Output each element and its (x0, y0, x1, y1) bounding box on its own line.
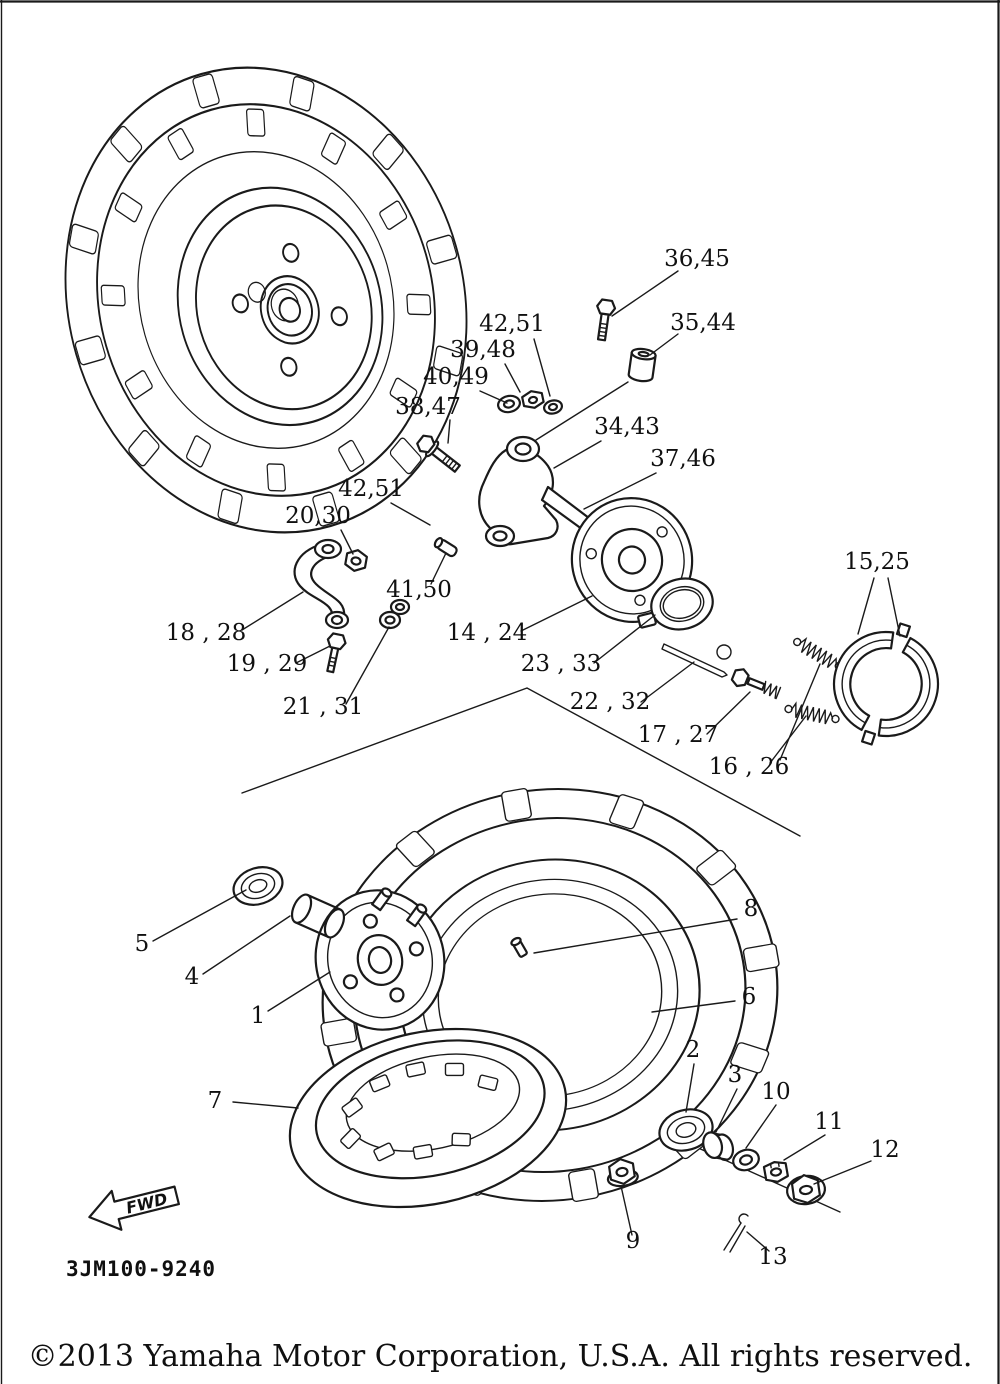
o-ring-drawing (716, 644, 732, 660)
washer-drawing (732, 1148, 760, 1172)
brake-shoes-drawing (833, 622, 939, 746)
knuckle-bolt-drawing (416, 434, 461, 473)
brake-pin-drawing (661, 643, 728, 678)
callout-label: 16 , 26 (709, 754, 789, 780)
callout-label: 13 (758, 1244, 787, 1270)
pivot-bolt-drawing (596, 298, 617, 342)
copyright-text: ©2013 Yamaha Motor Corporation, U.S.A. A… (28, 1339, 973, 1374)
callout-label: 17 , 27 (638, 722, 718, 748)
axle-nut-drawing (785, 1174, 827, 1206)
callout-label: 9 (626, 1228, 641, 1254)
callout-label: 3 (728, 1062, 743, 1088)
arm-washers-drawing (378, 598, 411, 630)
callout-label: 36,45 (664, 246, 730, 272)
callout-leader-lines (152, 270, 901, 1252)
callout-label: 7 (208, 1088, 223, 1114)
washer-nut-stack-drawing (497, 390, 564, 415)
callout-label: 20,30 (285, 503, 351, 529)
kingpin-bushing-drawing (627, 347, 657, 383)
castle-nut-drawing (762, 1161, 789, 1183)
callout-label: 22 , 32 (570, 689, 650, 715)
callout-label: 40,49 (423, 364, 489, 390)
bearing-right-drawing (658, 1108, 714, 1152)
cotter-pin-small-drawing (433, 537, 458, 558)
callout-label: 42,51 (338, 476, 404, 502)
callout-label: 5 (135, 931, 150, 957)
callout-labels: 36,45 35,44 42,51 39,48 40,49 38,47 34,4… (135, 246, 910, 1270)
callout-label: 14 , 24 (447, 620, 527, 646)
callout-label: 41,50 (386, 577, 452, 603)
front-tire-assembly-drawing (64, 66, 468, 534)
bearing-left-drawing (232, 866, 284, 906)
callout-label: 1 (251, 1003, 266, 1029)
callout-label: 15,25 (844, 549, 910, 575)
fwd-label: FWD (124, 1189, 169, 1218)
steering-arm-drawing (293, 538, 350, 630)
brake-adjuster-drawing (730, 668, 782, 700)
front-hub-detail (231, 242, 348, 377)
callout-label: 6 (742, 984, 757, 1010)
callout-label: 34,43 (594, 414, 660, 440)
wheel-half-tread-blocks (340, 1061, 499, 1162)
fwd-arrow-icon (88, 1185, 180, 1231)
callout-label: 12 (870, 1137, 899, 1163)
callout-label: 10 (761, 1079, 790, 1105)
collar-drawing (702, 1131, 735, 1162)
tire-tread-blocks (68, 73, 464, 527)
spacer-drawing (290, 893, 346, 939)
callout-label: 23 , 33 (521, 651, 601, 677)
callout-label: 42,51 (479, 311, 545, 337)
flange-nut-drawing (606, 1158, 639, 1188)
callout-label: 19 , 29 (227, 651, 307, 677)
callout-label: 4 (185, 964, 200, 990)
callout-label: 11 (814, 1109, 843, 1135)
callout-label: 21 , 31 (283, 694, 363, 720)
fwd-direction-arrow: FWD (88, 1185, 180, 1231)
callout-label: 18 , 28 (166, 620, 246, 646)
callout-label: 35,44 (670, 310, 736, 336)
callout-label: 39,48 (450, 337, 516, 363)
cotter-pin-drawing (723, 1213, 749, 1253)
arm-nut-drawing (344, 549, 368, 572)
grease-seal-drawing (650, 577, 714, 631)
callout-label: 37,46 (650, 446, 716, 472)
wheel-hub-drawing (314, 887, 446, 1031)
wheel-half-drawing (288, 1027, 568, 1209)
arm-bolt-drawing (326, 632, 347, 674)
valve-stem-drawing (510, 936, 528, 958)
callout-label: 2 (686, 1037, 701, 1063)
callout-label: 38,47 (395, 394, 461, 420)
callout-label: 8 (744, 896, 759, 922)
diagram-code: 3JM100-9240 (66, 1257, 216, 1281)
